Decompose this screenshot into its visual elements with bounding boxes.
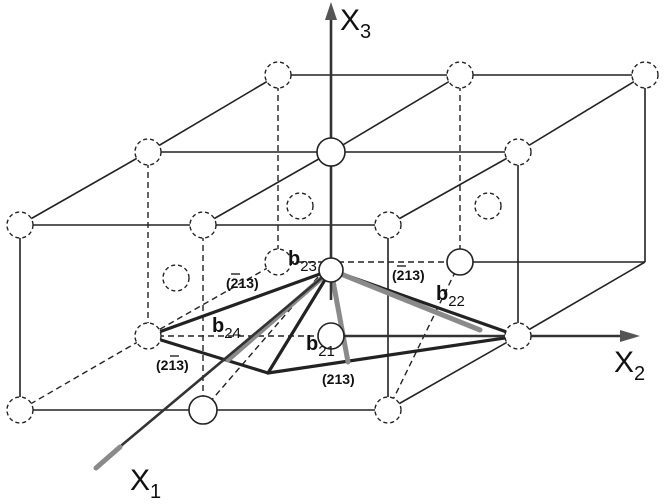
x3-arrowhead — [325, 2, 337, 20]
lattice-nodes-dashed — [6, 61, 659, 424]
x1-axis-label: X1 — [130, 464, 161, 503]
x1-axis — [109, 269, 332, 456]
vector-b22-line — [328, 267, 483, 333]
vector-b22-label: b22 — [436, 283, 465, 310]
lattice-solid-edges — [19, 74, 646, 411]
x1-arrow-tail — [93, 444, 123, 471]
lattice-nodes-solid — [188, 137, 474, 425]
coordinate-axes — [93, 2, 640, 471]
x2-axis-label: X2 — [614, 346, 645, 385]
plane-label-bottom-mid: (213) — [322, 371, 355, 387]
vector-b24-label: b24 — [212, 315, 241, 342]
x2-arrowhead — [620, 330, 640, 342]
x3-axis-label: X3 — [340, 4, 371, 43]
vector-b21-line — [328, 267, 351, 365]
plane-label-bottom-left: (213) — [156, 357, 189, 373]
plane-label-top-left: (213) — [226, 275, 259, 291]
vector-b21-label: b21 — [306, 333, 335, 360]
lattice-hidden-edges — [19, 75, 518, 411]
plane-label-top-right: (213) — [392, 267, 425, 283]
vector-b23-label: b23 — [288, 248, 317, 275]
